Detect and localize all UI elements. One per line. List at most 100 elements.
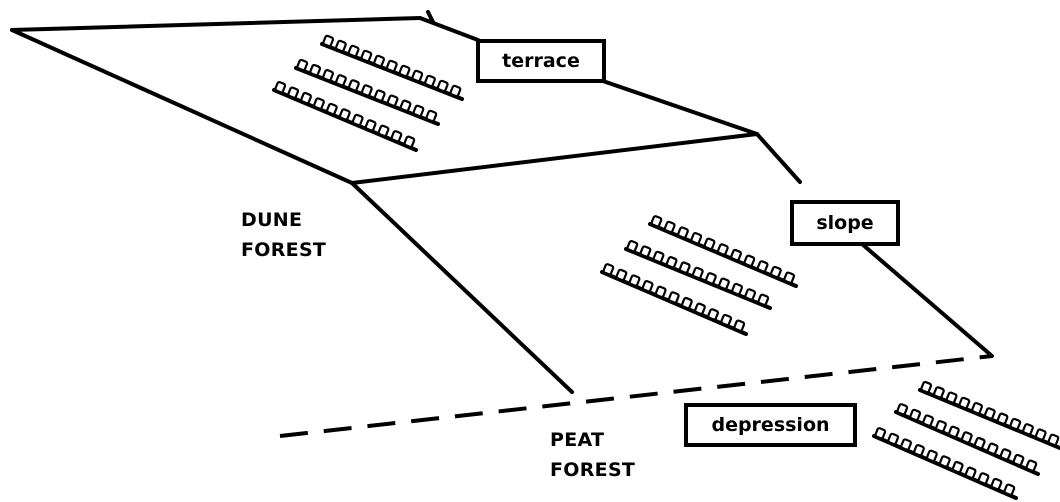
plant-mark — [338, 108, 351, 121]
plant-mark — [977, 472, 990, 485]
plant-mark — [287, 86, 300, 99]
plant-mark — [983, 407, 996, 420]
plant-mark — [373, 54, 385, 68]
plant-mark — [935, 420, 947, 433]
peat-forest-label: PEAT FOREST — [550, 425, 635, 485]
plant-mark — [390, 130, 403, 143]
plant-mark — [335, 74, 347, 87]
dune-forest-line-2: FOREST — [241, 239, 327, 261]
plant-mark — [926, 449, 938, 462]
plant-mark — [887, 432, 900, 446]
plant-mark — [398, 64, 411, 78]
plant-mark — [360, 84, 373, 97]
terrace-outline — [10, 10, 759, 185]
plant-mark — [996, 412, 1009, 425]
plant-mark — [703, 237, 716, 250]
plant-mark — [945, 391, 958, 404]
plant-row-terrace-3 — [272, 81, 418, 152]
plant-row-depression-1 — [918, 380, 1060, 450]
plant-mark — [1047, 433, 1060, 446]
plant-mark — [348, 79, 360, 92]
plant-mark — [654, 285, 667, 298]
plant-mark — [347, 44, 360, 58]
slope-label: slope — [790, 200, 900, 246]
plant-mark — [920, 380, 933, 394]
plant-mark — [326, 102, 338, 116]
slope-outline — [350, 132, 994, 394]
plant-mark — [964, 466, 977, 479]
plant-mark — [909, 408, 922, 422]
plant-row-terrace-1 — [320, 34, 464, 101]
plant-mark — [615, 268, 628, 282]
plant-mark — [973, 436, 986, 450]
plant-mark — [300, 91, 312, 105]
plant-mark — [707, 308, 719, 321]
plant-mark — [1009, 417, 1022, 431]
plant-mark — [412, 104, 425, 117]
plant-mark — [971, 402, 983, 415]
plant-mark — [718, 277, 730, 290]
plant-mark — [335, 39, 347, 53]
plant-mark — [322, 69, 334, 82]
plant-row-slope-2 — [624, 239, 772, 310]
plant-mark — [744, 288, 757, 301]
plant-mark — [733, 319, 746, 332]
plant-mark — [449, 84, 462, 98]
plant-row-terrace-2 — [294, 58, 440, 126]
plant-mark — [663, 220, 676, 234]
plant-mark — [913, 444, 925, 457]
plant-mark — [756, 260, 769, 273]
plant-mark — [626, 239, 639, 253]
plant-mark — [641, 280, 654, 293]
plant-mark — [716, 243, 729, 256]
plant-mark — [385, 59, 398, 73]
plant-mark — [705, 272, 717, 285]
plant-mark — [360, 49, 373, 63]
plant-mark — [424, 74, 436, 88]
plant-mark — [757, 293, 770, 306]
dune-forest-label: DUNE FOREST — [241, 205, 326, 265]
plant-mark — [667, 291, 680, 304]
plant-mark — [691, 266, 704, 280]
plant-mark — [933, 386, 945, 399]
plant-mark — [958, 396, 971, 410]
peat-forest-line-2: FOREST — [550, 459, 636, 481]
plant-mark — [436, 79, 449, 93]
plant-mark — [681, 296, 693, 310]
peat-forest-line-1: PEAT — [550, 429, 605, 451]
plant-mark — [694, 302, 706, 315]
plant-mark — [399, 99, 412, 112]
plant-row-slope-1 — [648, 215, 798, 288]
depression-boundary-dashed — [279, 354, 993, 438]
plant-mark — [1012, 453, 1025, 467]
plant-mark — [411, 69, 424, 83]
plant-mark — [731, 282, 743, 296]
plant-mark — [351, 113, 364, 127]
plant-mark — [364, 119, 377, 132]
plant-mark — [639, 245, 652, 258]
plant-mark — [960, 431, 973, 444]
plant-mark — [1025, 459, 1038, 472]
plant-mark — [986, 442, 999, 455]
terrace-label: terrace — [476, 39, 606, 83]
plant-mark — [274, 81, 287, 94]
plant-mark — [665, 256, 678, 269]
plant-mark — [951, 460, 964, 474]
plant-mark — [938, 455, 951, 468]
plant-rows — [272, 34, 1060, 500]
plant-mark — [652, 250, 665, 264]
plant-mark — [999, 448, 1012, 461]
plant-row-depression-2 — [894, 403, 1040, 476]
plant-mark — [900, 438, 912, 451]
plant-mark — [309, 63, 322, 77]
plant-mark — [650, 215, 663, 228]
plant-mark — [425, 109, 438, 123]
depression-label: depression — [684, 403, 857, 447]
plant-mark — [770, 265, 782, 279]
plant-mark — [896, 403, 909, 416]
plant-mark — [990, 477, 1003, 491]
plant-mark — [948, 425, 960, 438]
plant-mark — [730, 248, 742, 262]
plant-row-slope-3 — [600, 263, 748, 336]
plant-mark — [322, 34, 335, 48]
